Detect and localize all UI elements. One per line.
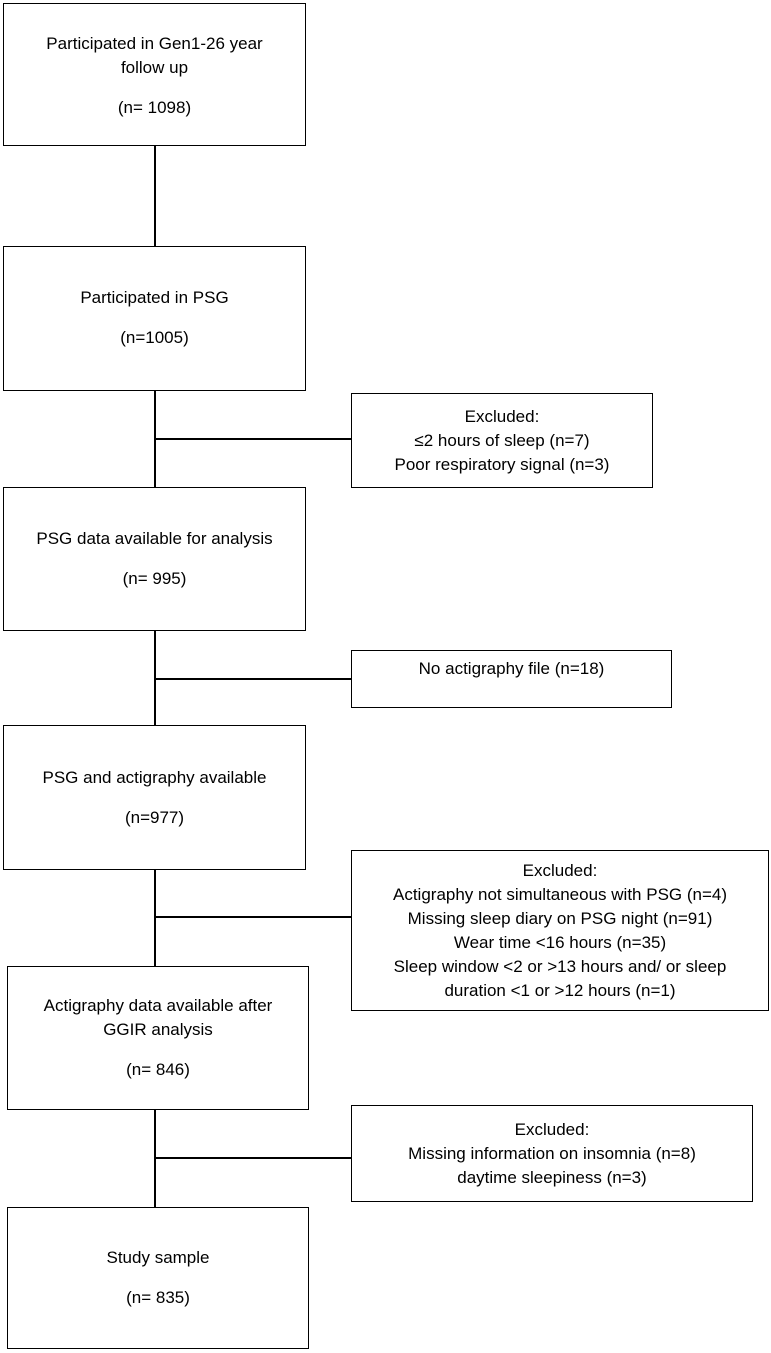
step-count: (n= 846) [126,1060,190,1079]
step-label-line: follow up [120,58,189,77]
exclusion-line: Missing sleep diary on PSG night (n=91) [407,908,713,928]
branch-line [154,678,351,680]
branch-line [154,1157,351,1159]
step-box-psg-actigraphy: PSG and actigraphy available (n=977) [3,725,306,870]
step-count: (n=977) [124,808,185,827]
step-label-line: PSG and actigraphy available [42,768,267,787]
step-box-study-sample: Study sample (n= 835) [7,1207,309,1349]
step-label-line: Actigraphy data available after [43,996,273,1015]
connector-line [154,146,156,246]
connector-line [154,1110,156,1207]
step-box-ggir: Actigraphy data available after GGIR ana… [7,966,309,1110]
step-label-line: Participated in Gen1-26 year [46,34,263,53]
step-count: (n= 1098) [117,98,192,117]
step-label-line: GGIR analysis [103,1020,213,1039]
exclusion-line: Poor respiratory signal (n=3) [394,454,610,474]
step-box-followup: Participated in Gen1-26 year follow up (… [3,3,306,146]
exclusion-line: Excluded: [464,406,540,426]
connector-line [154,870,156,966]
step-label-line: Study sample [106,1248,210,1267]
branch-line [154,916,351,918]
step-box-psg: Participated in PSG (n=1005) [3,246,306,391]
exclusion-box-sleep: Excluded: ≤2 hours of sleep (n=7) Poor r… [351,393,653,488]
step-count: (n=1005) [120,328,189,347]
exclusion-line: daytime sleepiness (n=3) [457,1167,647,1187]
exclusion-line: ≤2 hours of sleep (n=7) [414,430,590,450]
step-count: (n= 835) [126,1288,190,1307]
step-label-line: Participated in PSG [80,288,229,307]
exclusion-line: Wear time <16 hours (n=35) [453,932,667,952]
exclusion-line: Missing information on insomnia (n=8) [408,1143,696,1163]
exclusion-box-insomnia: Excluded: Missing information on insomni… [351,1105,753,1202]
step-label-line: PSG data available for analysis [36,529,273,548]
exclusion-box-actigraphy-quality: Excluded: Actigraphy not simultaneous wi… [351,850,769,1011]
exclusion-line: Actigraphy not simultaneous with PSG (n=… [392,884,728,904]
exclusion-line: Excluded: [522,860,598,880]
exclusion-line: Excluded: [514,1119,590,1139]
step-count: (n= 995) [122,569,187,588]
exclusion-box-actigraphy-file: No actigraphy file (n=18) [351,650,672,708]
step-box-psg-available: PSG data available for analysis (n= 995) [3,487,306,631]
exclusion-line: Sleep window <2 or >13 hours and/ or sle… [393,956,727,976]
branch-line [154,438,351,440]
exclusion-line: duration <1 or >12 hours (n=1) [444,980,676,1000]
exclusion-line: No actigraphy file (n=18) [418,659,605,678]
